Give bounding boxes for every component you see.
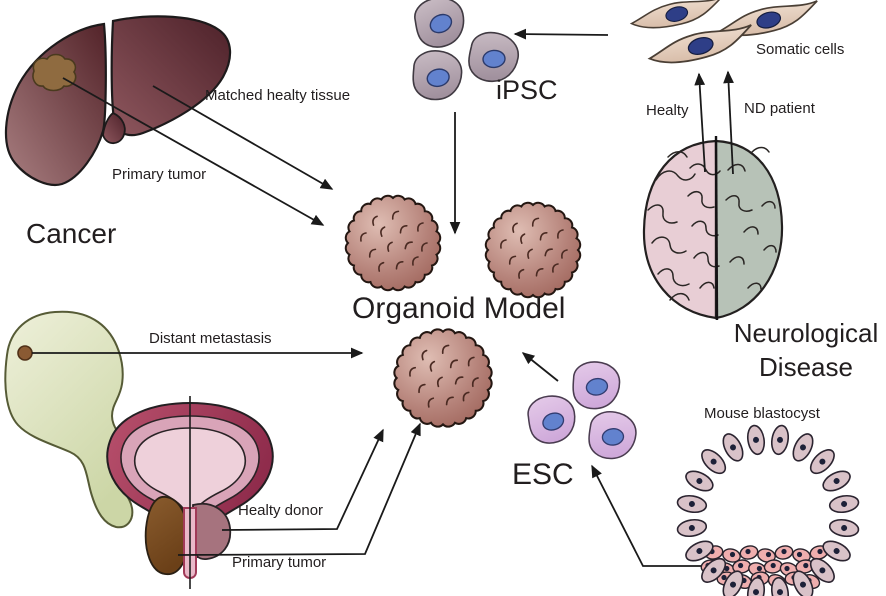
- liver-tumor: [32, 53, 77, 92]
- somatic-to-ipsc-arrow: [513, 28, 609, 40]
- organoid-model-label: Organoid Model: [352, 292, 566, 325]
- liver-caudate-lobe: [102, 111, 126, 145]
- healthy-label: Healty: [646, 102, 689, 119]
- somatic-cells: [629, 0, 818, 64]
- primary-tumor-liver-label: Primary tumor: [112, 166, 207, 183]
- esc-label: ESC: [512, 458, 574, 491]
- primary-tumor-liver-arrow: [62, 77, 325, 226]
- ipsc-cells: [412, 0, 520, 101]
- cell-nucleus: [429, 13, 453, 34]
- mouse-blastocyst-label: Mouse blastocyst: [704, 405, 820, 422]
- cell-nucleus: [426, 68, 450, 88]
- organoid-spheres: [344, 194, 582, 428]
- brain-nd-arrow: [723, 70, 734, 175]
- distant-metastasis-label: Distant metastasis: [149, 330, 272, 347]
- metastasis-dot: [17, 345, 33, 361]
- metastasis-organ-illustration: [4, 310, 134, 529]
- esc-cell: [588, 411, 637, 460]
- liver-illustration: [4, 15, 232, 187]
- esc-cell: [572, 361, 621, 410]
- matched-healthy-arrow: [152, 85, 334, 190]
- esc-to-organoid-arrow: [521, 352, 559, 382]
- somatic-cell: [647, 24, 752, 64]
- primary-tumor-prostate-label: Primary tumor: [232, 554, 327, 571]
- cancer-label: Cancer: [26, 218, 117, 249]
- matched-healthy-tissue-label: Matched healty tissue: [205, 87, 351, 104]
- brain-gyri: [647, 146, 777, 301]
- brain-midline: [714, 135, 719, 321]
- green-organ: [4, 310, 134, 529]
- cell-nucleus: [482, 49, 506, 69]
- brain-illustration: [642, 135, 784, 321]
- organoid-texture: [360, 210, 428, 272]
- ipsc-cell: [412, 50, 463, 101]
- bladder-prostate-illustration: [106, 396, 274, 589]
- organoid-sphere: [484, 201, 582, 299]
- nd-patient-label: ND patient: [744, 100, 815, 117]
- ipsc-label: iPSC: [496, 75, 558, 105]
- healthy-donor-arrow: [221, 428, 384, 531]
- liver-right-lobe: [110, 15, 232, 137]
- cell-nucleus: [601, 428, 625, 446]
- mouse-blastocyst-illustration: [676, 424, 860, 596]
- somatic-cell: [629, 0, 723, 29]
- ipsc-cell: [468, 31, 520, 83]
- cell-nucleus: [665, 6, 689, 22]
- neurological-disease-label: Neurological Disease: [733, 318, 879, 383]
- esc-cells: [527, 361, 637, 460]
- organoid-texture: [409, 344, 479, 408]
- organoid-sphere: [393, 328, 493, 428]
- brain-right-half: [714, 139, 784, 320]
- blastocyst-to-esc-arrow: [591, 464, 718, 567]
- somatic-cells-label: Somatic cells: [756, 41, 845, 58]
- organoid-sphere: [344, 194, 442, 292]
- ipsc-cell: [414, 0, 465, 48]
- arrows: [32, 28, 734, 556]
- healthy-donor-label: Healty donor: [238, 502, 324, 519]
- cell-nucleus: [756, 11, 782, 29]
- esc-cell: [527, 395, 576, 444]
- cell-nucleus: [585, 377, 609, 396]
- brain-healthy-arrow: [694, 72, 706, 173]
- cell-nucleus: [687, 36, 714, 56]
- primary-tumor-prostate-arrow: [177, 422, 421, 556]
- organoid-texture: [500, 217, 568, 279]
- cell-nucleus: [542, 412, 565, 431]
- liver-left-lobe: [4, 22, 107, 187]
- prostate-tumor-lobe: [144, 496, 189, 575]
